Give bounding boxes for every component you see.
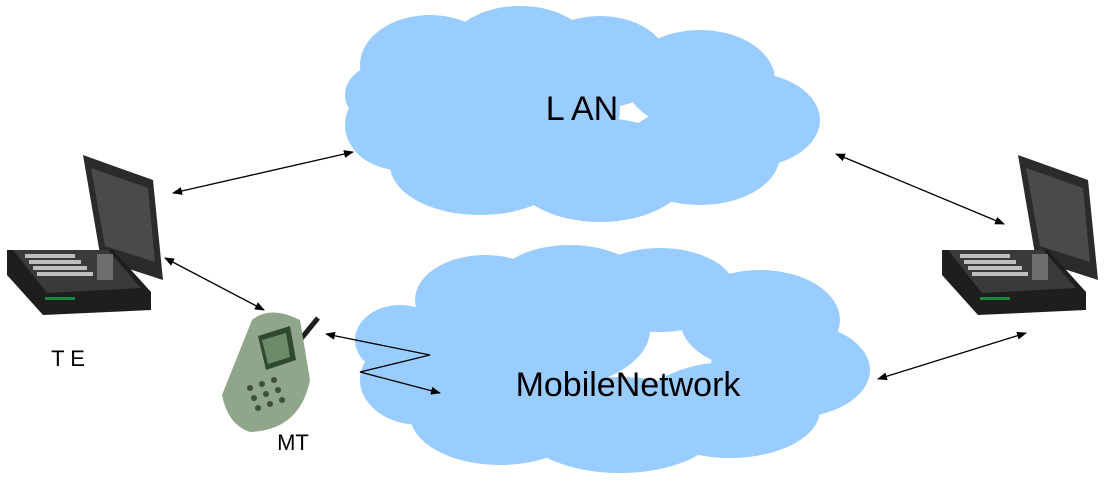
connection-arrows [164,150,1027,395]
lan-label: L AN [546,90,618,128]
arrow-te-mt [164,257,265,311]
arrow-mobile-network-right-laptop [877,331,1027,381]
laptop-icon [942,155,1098,315]
lan-cloud: L AN [345,6,820,222]
arrow-te-lan [172,150,354,195]
arrow-lan-right-laptop [835,153,1005,225]
laptop-icon [7,155,163,315]
mt-label: MT [277,430,309,455]
mobile-network-cloud: MobileNetwork [355,245,870,473]
wireless-link-arrow [325,331,441,395]
te-label: T E [51,346,85,371]
mobile-network-label: MobileNetwork [516,366,742,404]
mobile-phone-icon [222,312,320,432]
